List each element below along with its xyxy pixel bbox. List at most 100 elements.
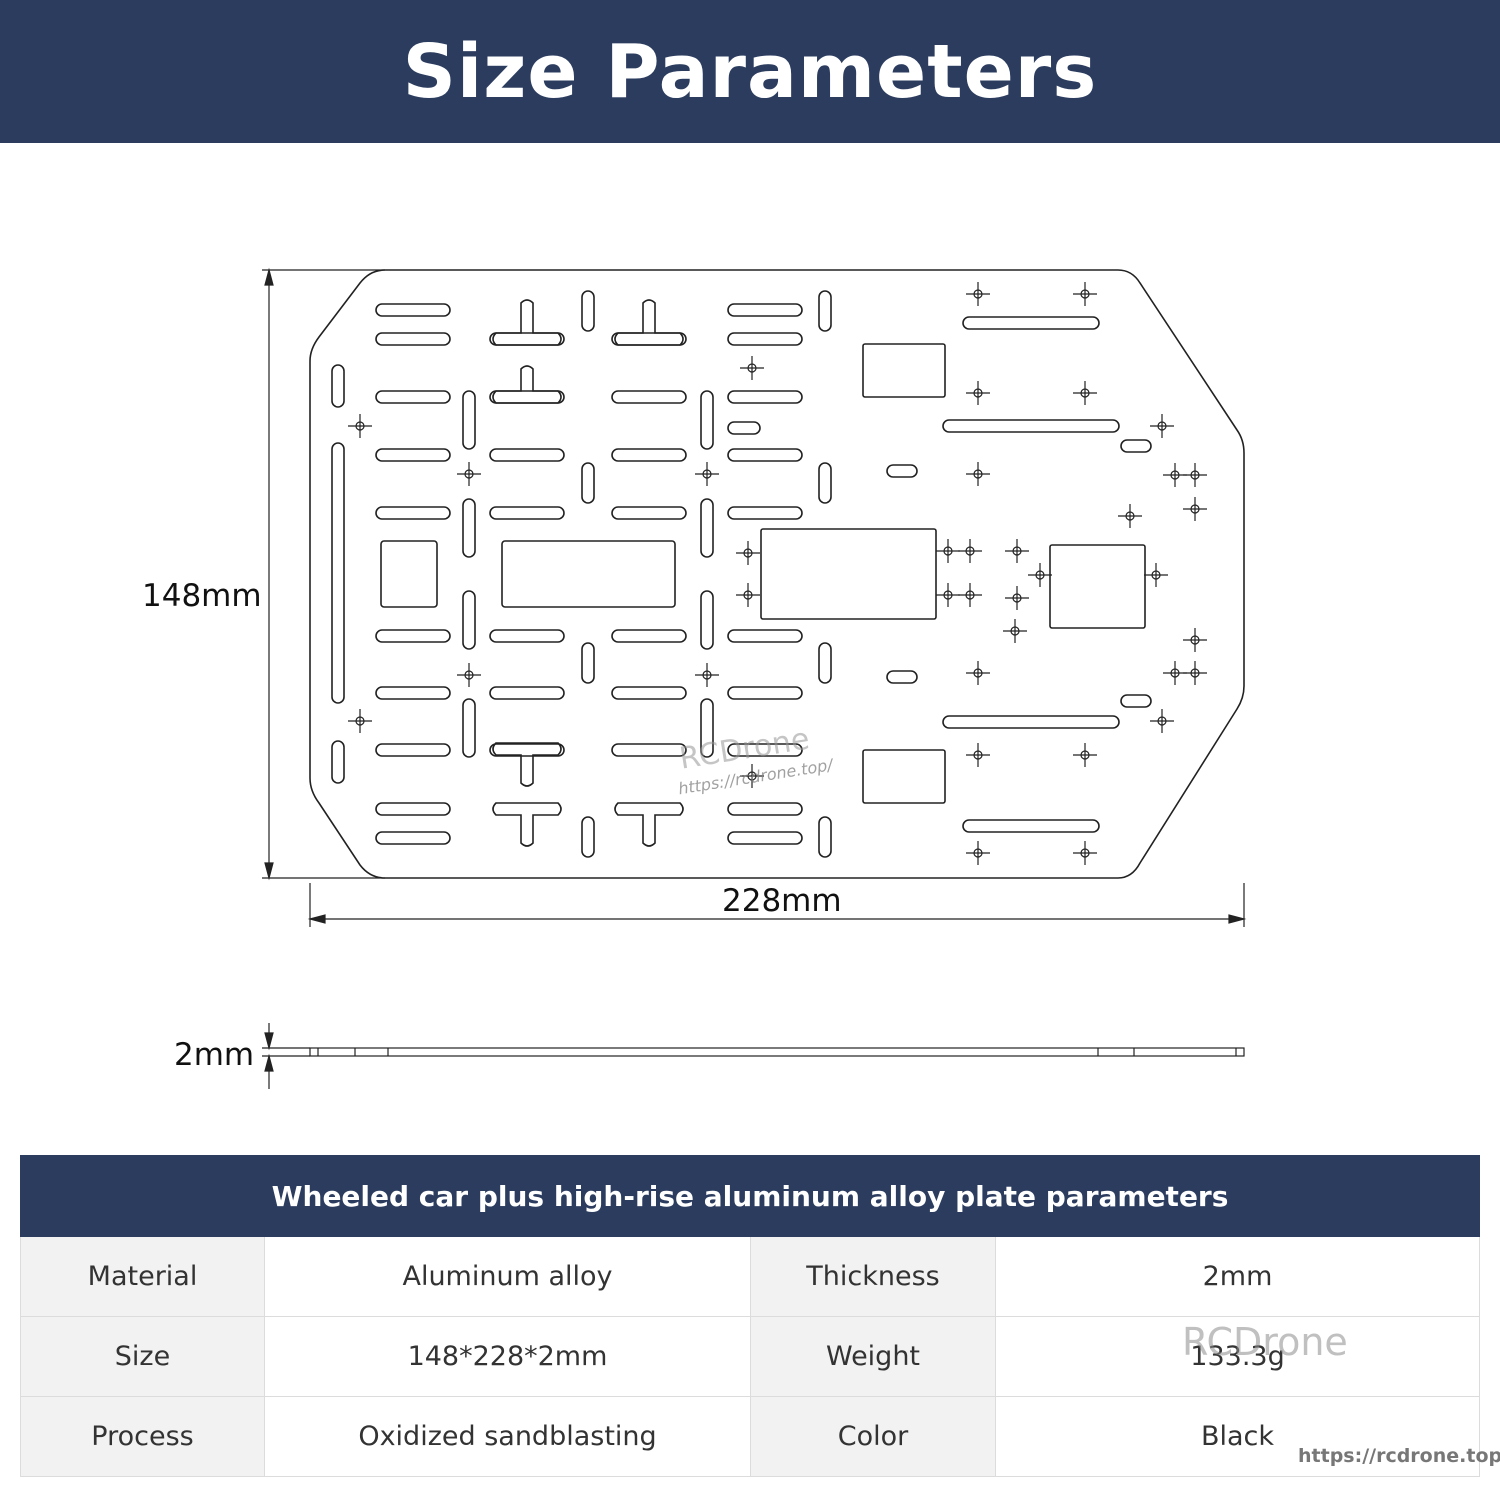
table-watermark-url: https://rcdrone.top/ [1298,1445,1500,1467]
table-cell-label: Thickness [750,1236,996,1317]
hole-crosshair [966,661,990,685]
page-header: Size Parameters [0,0,1500,143]
slot-vertical [818,290,832,332]
table-row: Process Oxidized sandblasting Color Blac… [20,1396,1481,1477]
thickness-label: 2mm [174,1037,254,1073]
slot-horizontal [489,506,565,520]
slot-vertical [331,740,345,784]
slot-horizontal [611,448,687,462]
hole-crosshair [958,583,982,607]
hole-crosshair [736,583,760,607]
slot-horizontal [727,686,803,700]
hole-crosshair [1183,661,1207,685]
slot-horizontal [375,506,451,520]
slot-horizontal [375,390,451,404]
table-cell-label: Material [20,1236,265,1317]
slot-horizontal [489,629,565,643]
plate-slots [331,290,1152,858]
slot-horizontal [611,332,687,346]
slot-horizontal [886,670,918,684]
cutout-rect [862,749,946,804]
table-row: Material Aluminum alloy Thickness 2mm [20,1236,1481,1317]
table-watermark-brand: RCDrone [1182,1320,1348,1364]
hole-crosshair [1003,619,1027,643]
table-title: Wheeled car plus high-rise aluminum allo… [19,1155,1481,1237]
hole-crosshair [695,663,719,687]
parameters-table: Wheeled car plus high-rise aluminum allo… [19,1155,1481,1477]
hole-crosshair [966,462,990,486]
slot-horizontal [727,629,803,643]
slot-horizontal [727,421,761,435]
slot-vertical [581,290,595,332]
slot-horizontal [611,686,687,700]
table-cell-value: Black [994,1396,1481,1477]
hole-crosshair [966,841,990,865]
table-cell-value: 148*228*2mm [264,1316,751,1397]
table-cell-value: Oxidized sandblasting [264,1396,751,1477]
hole-crosshair [348,709,372,733]
hole-crosshair [936,539,960,563]
table-cell-value: Aluminum alloy [264,1236,751,1317]
slot-horizontal [489,448,565,462]
table-cell-label: Color [750,1396,996,1477]
hole-crosshair [736,541,760,565]
slot-horizontal [727,831,803,845]
dimension-lines [262,267,1247,1089]
slot-vertical [462,390,476,450]
hole-crosshair [695,462,719,486]
width-label: 228mm [722,883,842,919]
slot-vertical [581,642,595,684]
hole-crosshair [1150,709,1174,733]
cutout-rect [1049,544,1146,629]
hole-crosshair [348,414,372,438]
slot-vertical [462,698,476,758]
slot-vertical [818,462,832,504]
slot-horizontal [375,332,451,346]
hole-crosshair [740,764,764,788]
slot-horizontal [375,743,451,757]
hole-crosshair [1150,414,1174,438]
slot-t-shape [492,742,562,787]
slot-t-shape [492,365,562,404]
slot-horizontal [727,303,803,317]
slot-t-shape [492,802,562,847]
hole-crosshair [1183,463,1207,487]
hole-crosshair [1073,841,1097,865]
table-cell-value: 133.3g [994,1316,1481,1397]
hole-crosshair [1073,282,1097,306]
slot-horizontal [962,316,1100,330]
hole-crosshair [966,381,990,405]
slot-vertical [581,462,595,504]
slot-vertical [581,816,595,858]
slot-vertical [700,698,714,758]
hole-crosshair [1005,586,1029,610]
slot-t-shape [614,802,684,847]
hole-crosshair [1028,563,1052,587]
slot-horizontal [375,802,451,816]
hole-crosshair [740,356,764,380]
cutout-rect [501,540,676,608]
slot-vertical [462,498,476,558]
slot-vertical [818,816,832,858]
hole-crosshair [1183,497,1207,521]
page-title: Size Parameters [402,28,1098,115]
slot-horizontal [942,715,1120,729]
slot-vertical [700,590,714,650]
slot-vertical [700,390,714,450]
table-header-row: Wheeled car plus high-rise aluminum allo… [19,1155,1481,1237]
plate-outline [309,269,1245,879]
slot-horizontal [727,802,803,816]
slot-horizontal [489,743,565,757]
table-cell-value: 2mm [994,1236,1481,1317]
slot-horizontal [727,743,803,757]
slot-horizontal [727,390,803,404]
hole-crosshair [457,663,481,687]
slot-horizontal [1120,439,1152,453]
plate-holes [348,282,1207,865]
hole-crosshair [966,282,990,306]
hole-crosshair [1118,504,1142,528]
slot-horizontal [611,743,687,757]
table-cell-label: Size [20,1316,265,1397]
slot-horizontal [962,819,1100,833]
slot-horizontal [489,390,565,404]
